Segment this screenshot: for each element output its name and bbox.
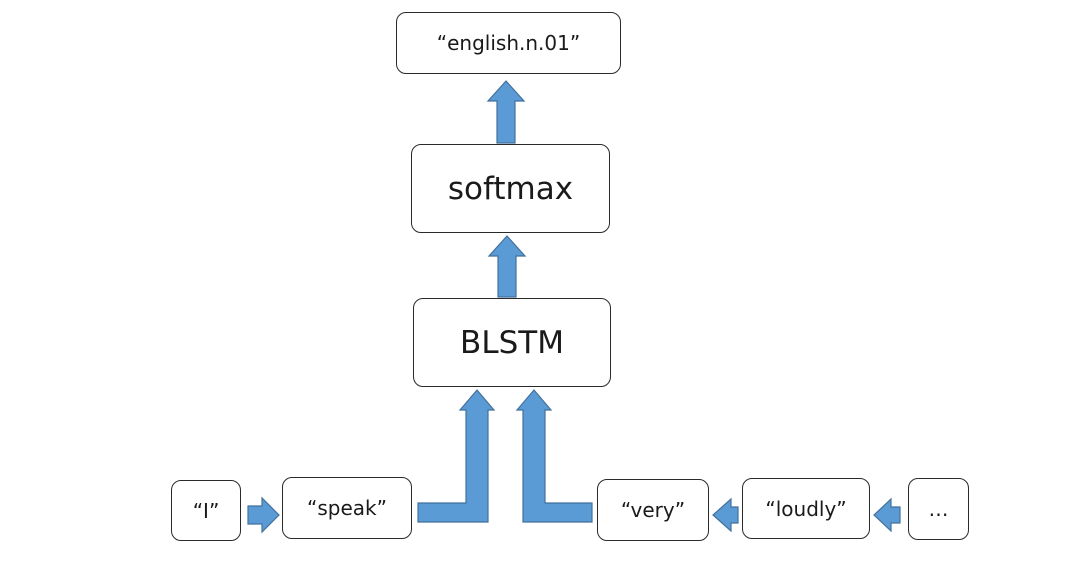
blstm-label: BLSTM: [460, 324, 564, 361]
blstm-box: BLSTM: [413, 298, 611, 387]
input-ellipsis-label: …: [928, 497, 949, 521]
input-word-box: “speak”: [282, 477, 412, 539]
input-word-label: “I”: [192, 498, 220, 523]
input-word-label: “speak”: [307, 496, 387, 520]
input-word-label: “loudly”: [765, 496, 847, 521]
arrow-speak-to-blstm: [417, 389, 496, 523]
arrow-blstm-to-softmax: [487, 235, 527, 298]
arrow-very-to-blstm: [515, 389, 593, 523]
input-word-box: “I”: [171, 480, 241, 541]
softmax-box: softmax: [411, 144, 610, 233]
output-sense-box: “english.n.01”: [396, 12, 621, 74]
softmax-label: softmax: [447, 170, 574, 207]
arrow-softmax-to-output: [486, 80, 526, 144]
arrow-i-to-speak: [247, 496, 280, 534]
output-sense-label: “english.n.01”: [436, 31, 581, 55]
arrow-loudly-to-very: [712, 497, 739, 533]
arrow-ellipsis-to-loudly: [873, 497, 901, 533]
input-word-box: “loudly”: [742, 478, 870, 539]
input-word-box: “very”: [597, 479, 709, 541]
input-ellipsis-box: …: [908, 478, 969, 540]
input-word-label: “very”: [620, 498, 686, 522]
